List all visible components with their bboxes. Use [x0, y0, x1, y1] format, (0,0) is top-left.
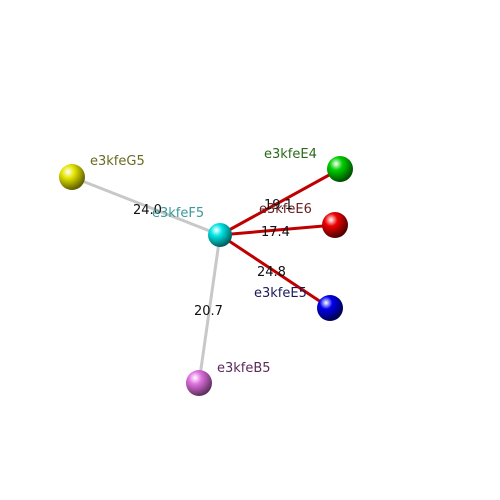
- edge-F5-B5: [197, 234, 222, 384]
- node-label-B5: e3kfeB5: [217, 361, 271, 376]
- edges: [71, 167, 341, 384]
- node-label-G5: e3kfeG5: [90, 154, 145, 169]
- node-B5-sphere[interactable]: [186, 370, 212, 396]
- edge-label-F5-E6: 17.4: [261, 225, 290, 240]
- edge-label-F5-G5: 24.0: [133, 203, 162, 218]
- node-E6-sphere[interactable]: [322, 212, 348, 238]
- edge-labels: 24.0 19.1 17.4 24.8 20.7: [133, 198, 293, 319]
- edge-label-F5-E4: 19.1: [264, 198, 293, 213]
- node-F5-sphere[interactable]: [208, 223, 232, 247]
- node-E5-sphere[interactable]: [317, 295, 343, 321]
- edge-F5-G5: [71, 175, 221, 237]
- nodes: [59, 156, 353, 396]
- edge-label-F5-B5: 20.7: [194, 304, 223, 319]
- edge-label-F5-E5: 24.8: [257, 265, 286, 280]
- node-labels: e3kfeG5 e3kfeE4 e3kfeE6 e3kfeE5 e3kfeB5: [90, 147, 317, 376]
- node-E4-sphere[interactable]: [327, 156, 353, 182]
- edge-F5-E6: [219, 223, 336, 237]
- node-label-F5: e3kfeF5: [152, 206, 204, 221]
- node-G5-sphere[interactable]: [59, 164, 85, 190]
- node-label-E4: e3kfeE4: [264, 147, 317, 162]
- edge-F5-E4: [219, 167, 341, 237]
- edge-F5-E5: [219, 233, 331, 310]
- node-label-E6: e3kfeE6: [259, 202, 312, 217]
- node-label-E5: e3kfeE5: [254, 286, 307, 301]
